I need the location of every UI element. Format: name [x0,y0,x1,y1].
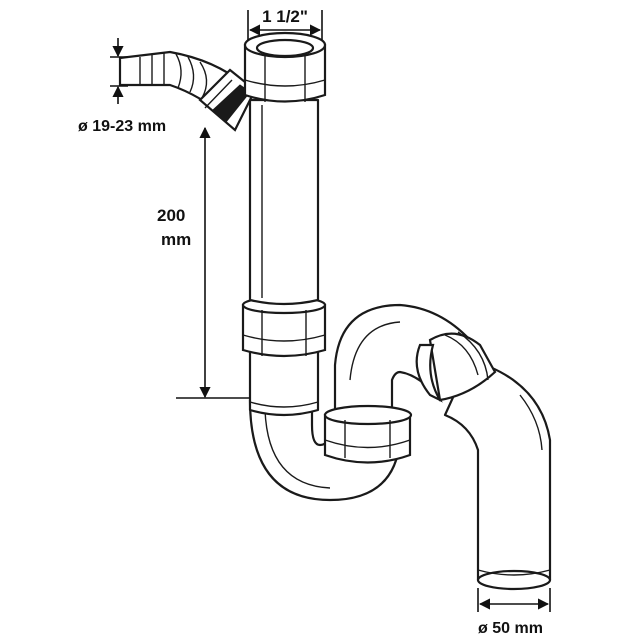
outlet-diameter-label: ø 50 mm [478,620,543,637]
lower-union-nut [323,404,413,464]
top-diameter-dimension [247,10,323,40]
hose-diameter-label: ø 19-23 mm [78,118,166,135]
height-dimension [176,126,250,399]
hose-connector [118,50,257,132]
outlet-diameter-dimension [477,588,551,612]
height-value-label: 200 [157,206,185,225]
outlet-union-nut [415,331,497,403]
vertical-pipe-upper [248,98,320,306]
vertical-pipe-lower [248,343,320,417]
top-diameter-label: 1 1/2" [262,7,308,26]
hose-diameter-dimension [110,38,128,104]
vertical-union-nut [241,295,327,358]
top-coupling-nut [243,31,327,103]
height-unit-label: mm [161,230,191,249]
outlet-pipe [443,358,552,591]
